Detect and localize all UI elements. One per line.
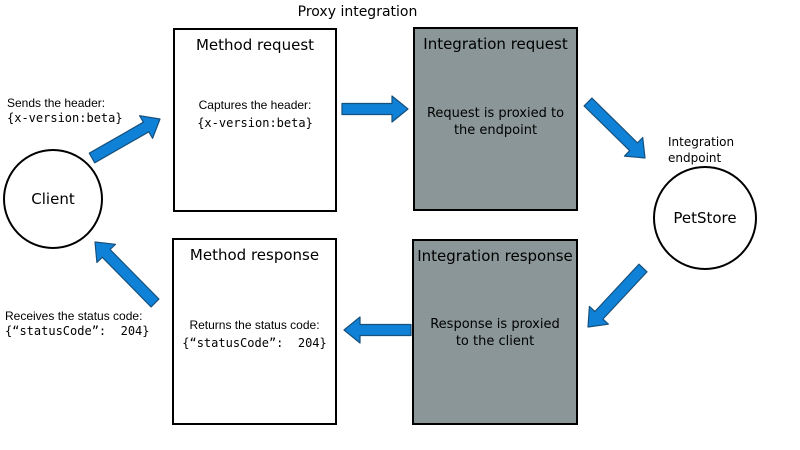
method-response-body-code: {“statusCode”: 204}	[182, 336, 327, 350]
integration-request-body: Request is proxied to the endpoint	[426, 106, 565, 138]
client-receives-code: {“statusCode”: 204}	[5, 324, 150, 338]
client-label: Client	[31, 190, 75, 208]
client-sends-text: Sends the header:	[7, 96, 106, 110]
arrow-method-request-to-integration-request	[341, 95, 409, 123]
method-request-body-code: {x-version:beta}	[197, 116, 313, 130]
client-sends-code: {x-version:beta}	[7, 111, 123, 125]
method-request-body-text: Captures the header:	[198, 98, 312, 112]
integration-endpoint-caption-line2: endpoint	[668, 151, 722, 165]
integration-request-title: Integration request	[423, 35, 568, 53]
integration-response-body: Response is proxied to the client	[430, 317, 560, 349]
client-receives-note: Receives the status code: {“statusCode”:…	[5, 309, 150, 339]
arrow-integration-request-to-endpoint	[583, 97, 646, 159]
integration-request-box: Integration request Request is proxied t…	[413, 27, 578, 211]
integration-response-box: Integration response Response is proxied…	[412, 239, 578, 425]
integration-response-title: Integration response	[417, 247, 573, 265]
client-sends-note: Sends the header: {x-version:beta}	[7, 96, 123, 126]
method-request-body: Captures the header: {x-version:beta}	[175, 96, 335, 132]
method-request-box: Method request Captures the header: {x-v…	[173, 28, 337, 212]
arrow-endpoint-to-integration-response	[587, 263, 648, 328]
integration-endpoint-caption: Integration endpoint	[668, 134, 734, 166]
client-node: Client	[3, 149, 103, 249]
method-response-body-text: Returns the status code:	[189, 318, 320, 332]
integration-endpoint-caption-line1: Integration	[668, 135, 735, 149]
method-response-title: Method response	[189, 246, 320, 264]
arrow-method-response-to-client	[94, 241, 160, 308]
petstore-label: PetStore	[673, 209, 737, 227]
method-request-title: Method request	[195, 36, 315, 54]
client-receives-text: Receives the status code:	[5, 309, 143, 323]
petstore-node: PetStore	[653, 166, 757, 270]
diagram-title: Proxy integration	[297, 4, 418, 20]
arrow-integration-response-to-method-response	[343, 316, 412, 344]
method-response-box: Method response Returns the status code:…	[172, 238, 337, 425]
method-response-body: Returns the status code: {“statusCode”: …	[174, 316, 335, 352]
